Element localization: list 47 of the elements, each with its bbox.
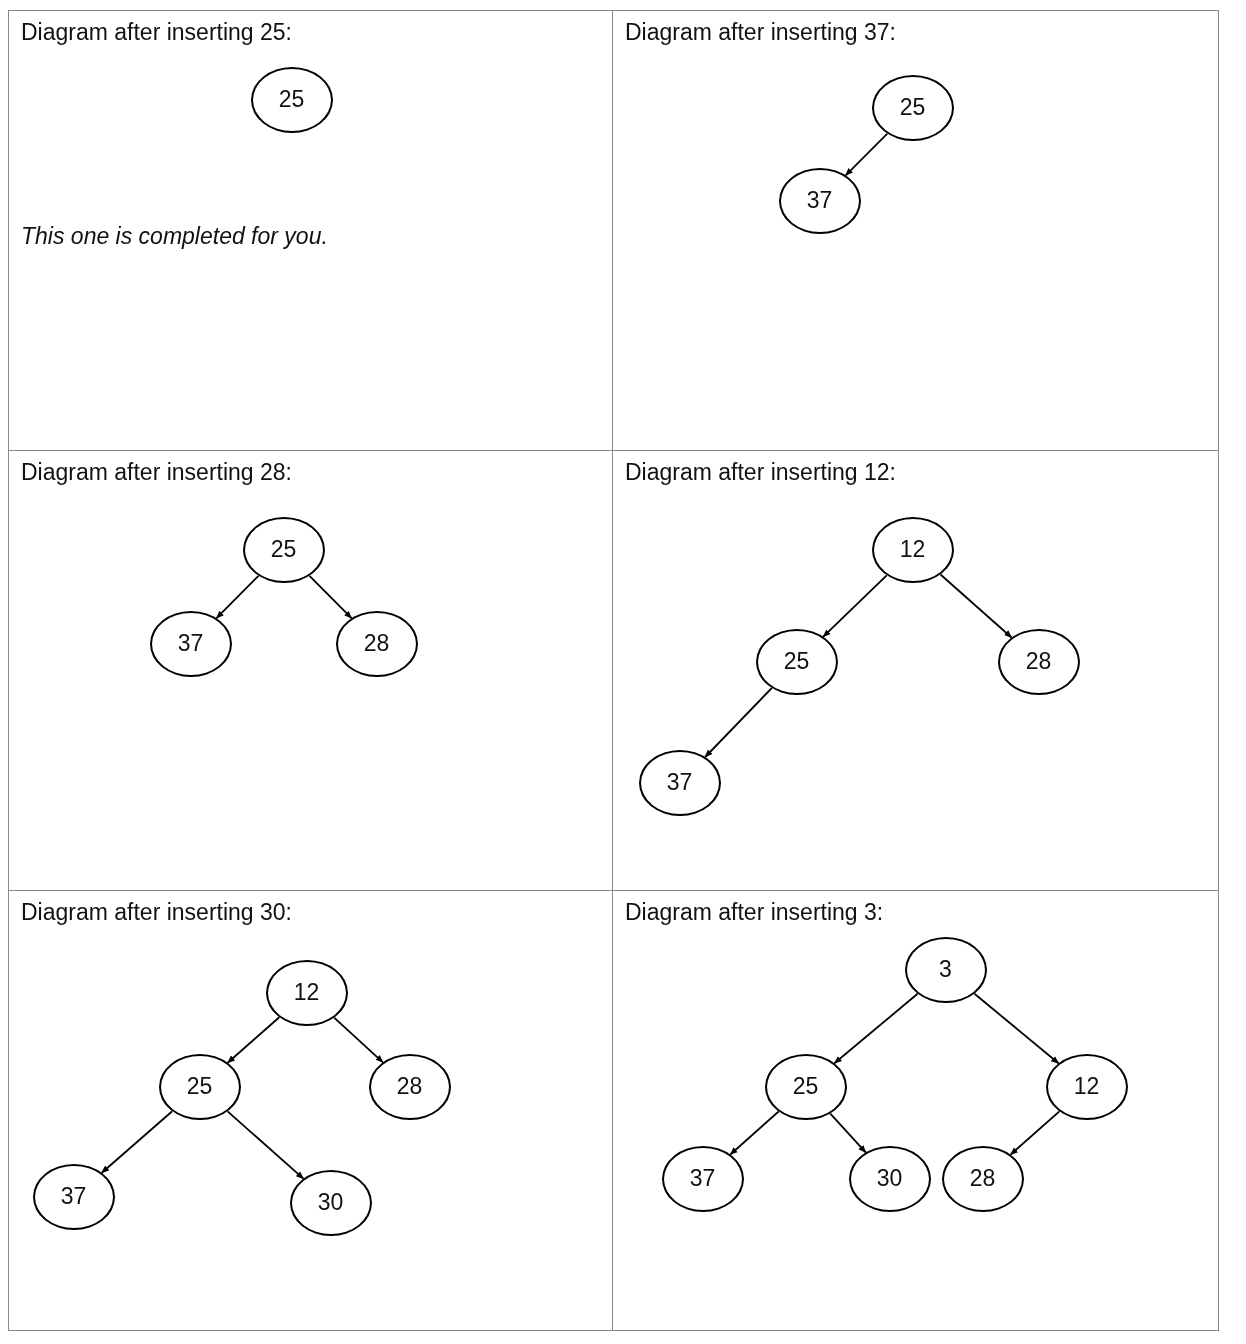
tree-node-circle: 28 [335, 610, 418, 677]
table-cell [8, 890, 613, 1331]
arrow [822, 574, 888, 638]
tree-node-circle: 25 [871, 74, 954, 141]
arrow [1009, 1110, 1061, 1156]
tree-node-circle: 28 [368, 1053, 451, 1120]
table-cell [8, 10, 613, 451]
cell-heading: Diagram after inserting 30: [21, 899, 292, 926]
tree-node-circle: 12 [1045, 1053, 1128, 1120]
tree-node-circle: 12 [871, 516, 954, 583]
tree-node-circle: 28 [997, 628, 1080, 695]
tree-node-circle: 25 [764, 1053, 847, 1120]
tree-node-circle: 37 [661, 1145, 744, 1212]
cell-heading: Diagram after inserting 37: [625, 19, 896, 46]
arrow [844, 132, 889, 177]
cell-heading: Diagram after inserting 28: [21, 459, 292, 486]
tree-node-circle: 30 [848, 1145, 931, 1212]
tree-node-circle: 25 [158, 1053, 241, 1120]
cell-heading: Diagram after inserting 25: [21, 19, 292, 46]
arrow [704, 687, 773, 758]
tree-node-circle: 12 [265, 959, 348, 1026]
arrow [226, 1016, 281, 1064]
arrow [829, 1112, 867, 1154]
arrow [308, 574, 353, 620]
tree-node-circle: 25 [250, 66, 333, 133]
arrow [333, 1016, 384, 1064]
note-text: This one is completed for you. [21, 223, 328, 250]
tree-node-circle: 37 [778, 167, 861, 234]
table-cell [612, 890, 1219, 1331]
tree-node-circle: 25 [755, 628, 838, 695]
tree-node-circle: 25 [242, 516, 325, 583]
arrow [100, 1110, 174, 1174]
arrow [215, 574, 260, 620]
arrow [833, 992, 919, 1065]
arrow [226, 1110, 305, 1180]
table-cell [612, 10, 1219, 451]
cell-heading: Diagram after inserting 3: [625, 899, 884, 926]
tree-node-circle: 28 [941, 1145, 1024, 1212]
arrow [729, 1110, 780, 1156]
cell-heading: Diagram after inserting 12: [625, 459, 896, 486]
arrow [939, 573, 1013, 639]
tree-node-circle: 3 [904, 936, 987, 1003]
tree-node-circle: 37 [149, 610, 232, 677]
arrow [973, 992, 1060, 1065]
tree-node-circle: 37 [32, 1163, 115, 1230]
tree-node-circle: 37 [638, 749, 721, 816]
tree-node-circle: 30 [289, 1169, 372, 1236]
